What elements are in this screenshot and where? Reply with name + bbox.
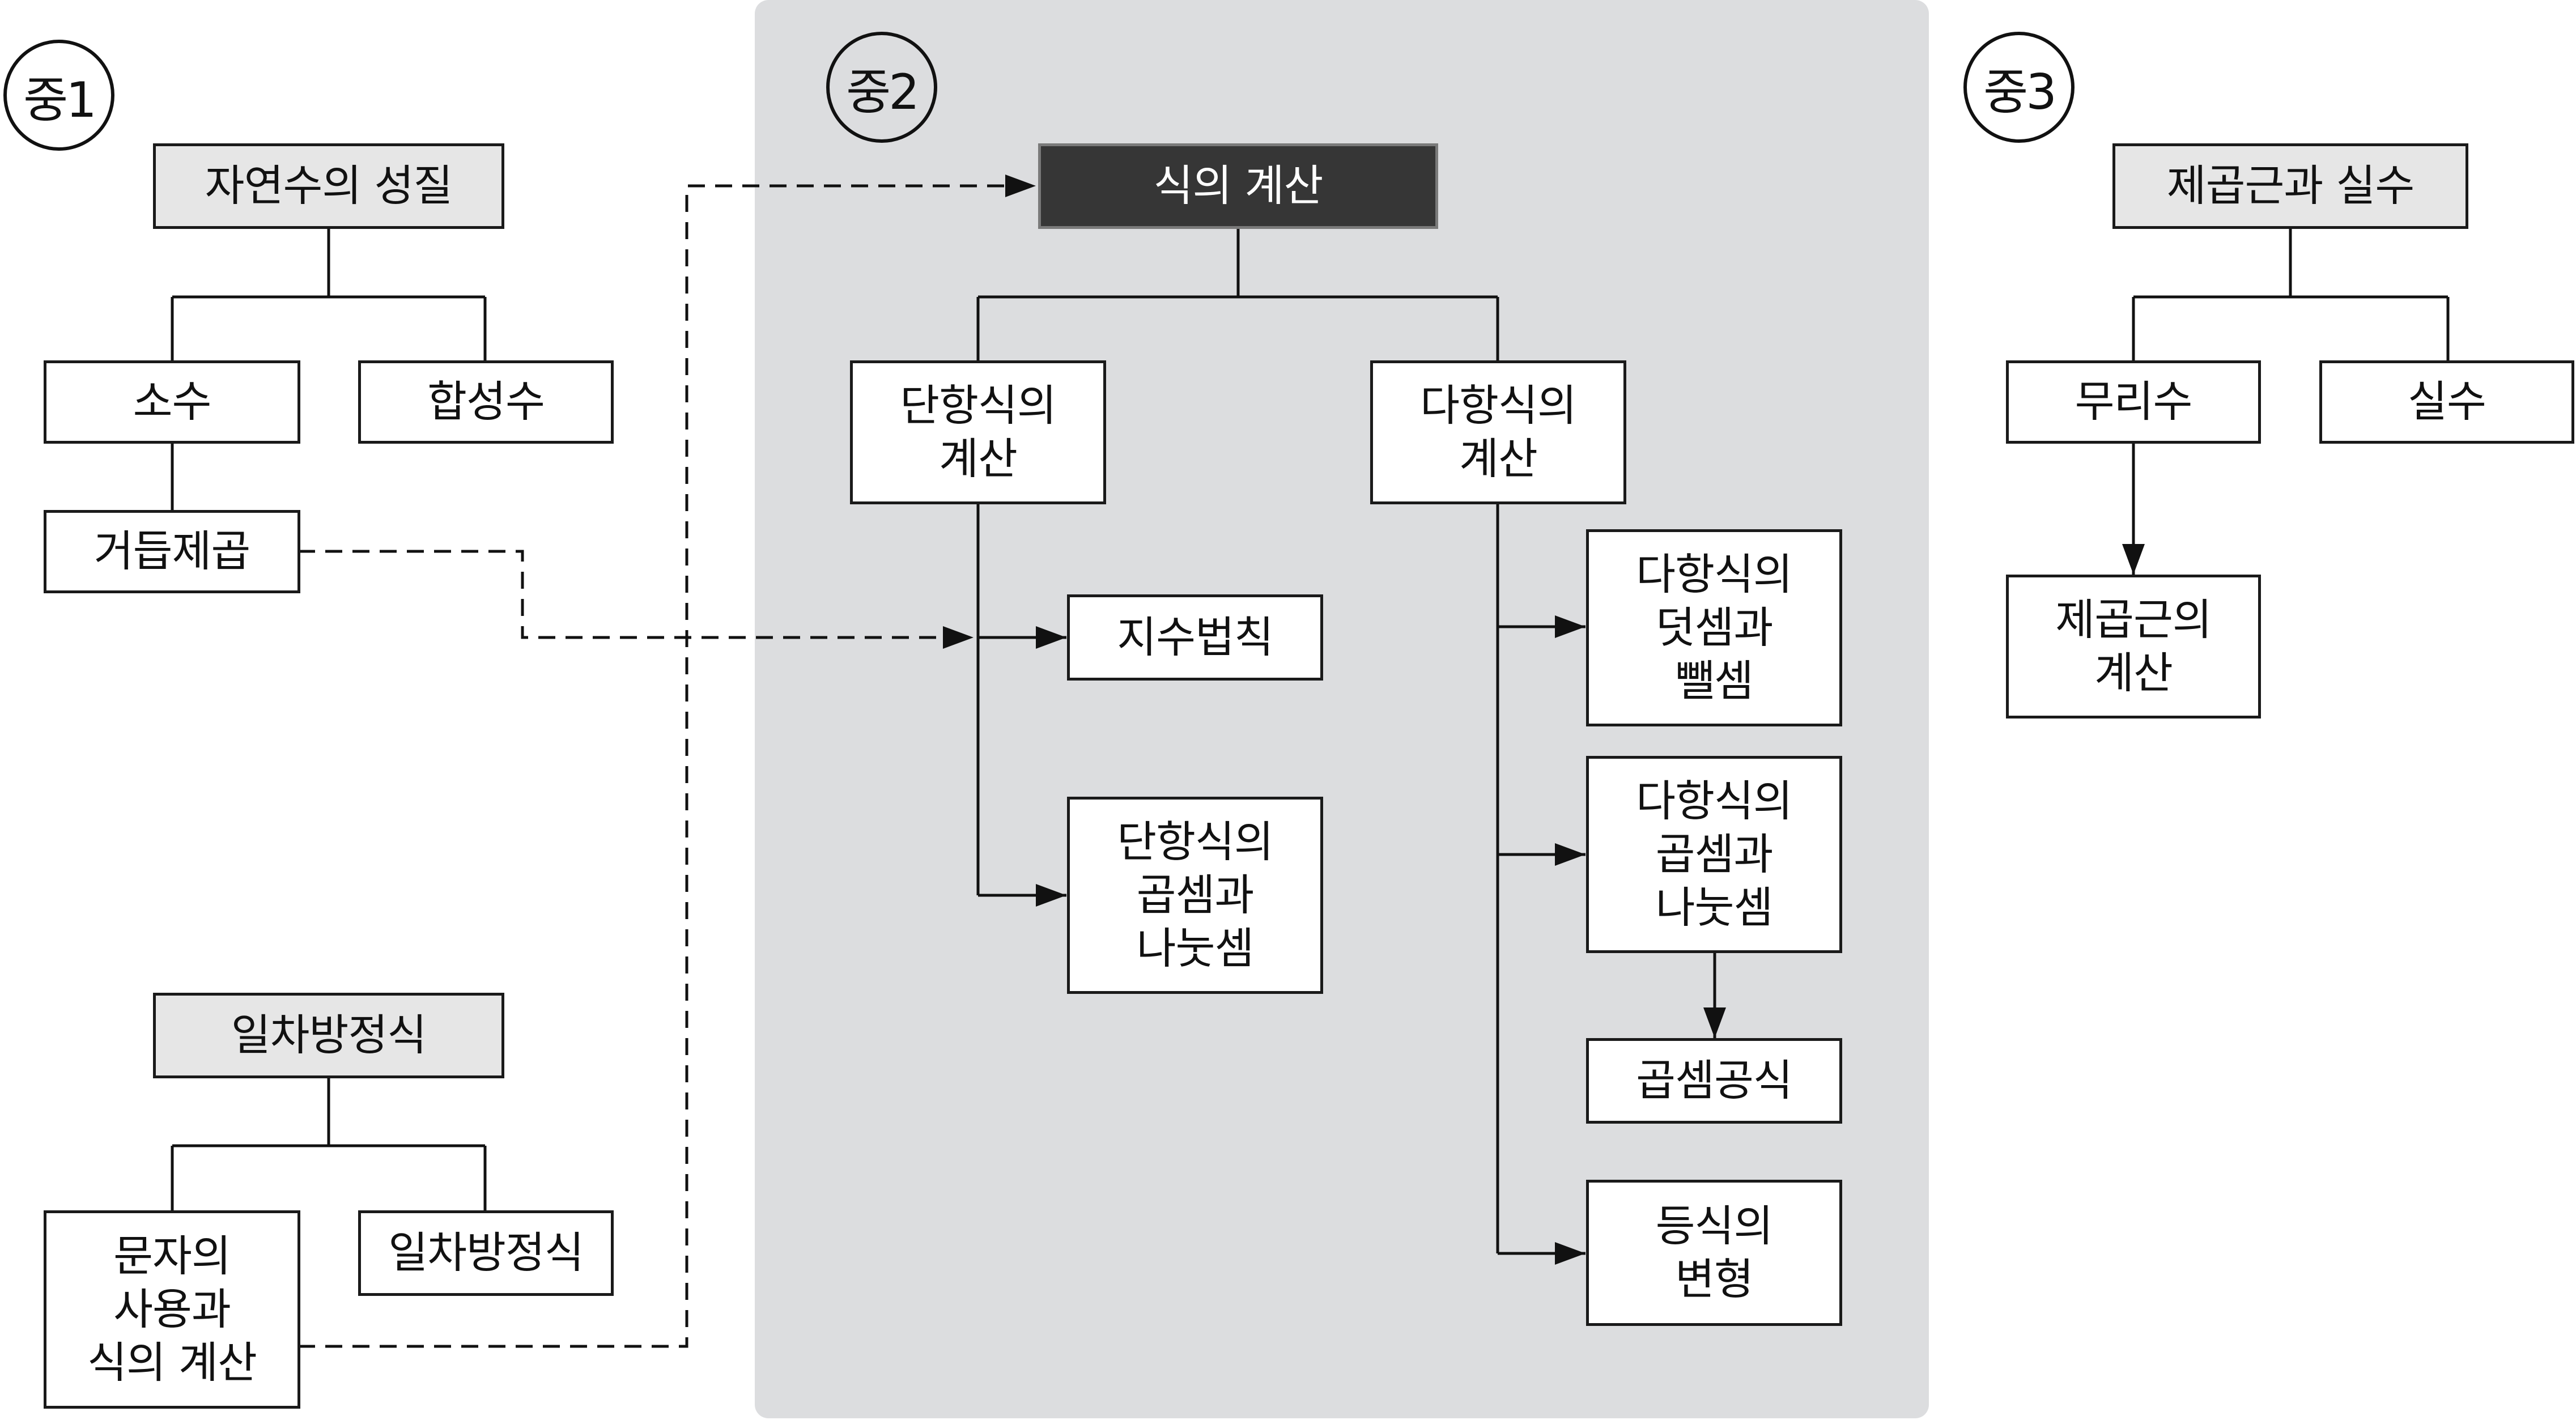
node-expr-calc: 식의 계산: [1038, 143, 1438, 229]
dashed-link-powers: [298, 550, 974, 649]
node-real: 실수: [2319, 360, 2574, 444]
node-composite: 합성수: [358, 360, 614, 444]
node-poly-muldiv: 다항식의 곱셈과 나눗셈: [1586, 756, 1842, 953]
section-badge-grade1: 중1: [3, 40, 114, 151]
node-equation-transform: 등식의 변형: [1586, 1180, 1842, 1326]
node-linear-eq-group: 일차방정식: [153, 993, 504, 1078]
node-sqrt-real: 제곱근과 실수: [2112, 143, 2468, 229]
section-label: 중2: [846, 63, 920, 121]
section-label: 중3: [1983, 63, 2057, 121]
node-poly-addsub: 다항식의 덧셈과 뺄셈: [1586, 529, 1842, 726]
node-natural-numbers: 자연수의 성질: [153, 143, 504, 229]
tree-line: [171, 1078, 487, 1210]
node-product-formula: 곱셈공식: [1586, 1038, 1842, 1124]
node-exponent-laws: 지수법칙: [1067, 594, 1323, 681]
dashed-link-letters: [298, 175, 1036, 1348]
node-monomial-muldiv: 단항식의 곱셈과 나눗셈: [1067, 797, 1323, 994]
tree-line: [976, 229, 1499, 360]
section-label: 중1: [23, 71, 97, 129]
node-powers: 거듭제곱: [44, 510, 300, 593]
tree-line: [171, 229, 487, 360]
node-irrational: 무리수: [2006, 360, 2261, 444]
node-sqrt-calc: 제곱근의 계산: [2006, 575, 2261, 718]
node-monomial-calc: 단항식의 계산: [850, 360, 1106, 504]
tree-line: [2132, 229, 2450, 360]
node-polynomial-calc: 다항식의 계산: [1370, 360, 1626, 504]
section-badge-grade3: 중3: [1963, 32, 2075, 143]
node-letters: 문자의 사용과 식의 계산: [44, 1210, 300, 1409]
section-badge-grade2: 중2: [826, 32, 937, 143]
node-linear-eq: 일차방정식: [358, 1210, 614, 1296]
node-prime: 소수: [44, 360, 300, 444]
